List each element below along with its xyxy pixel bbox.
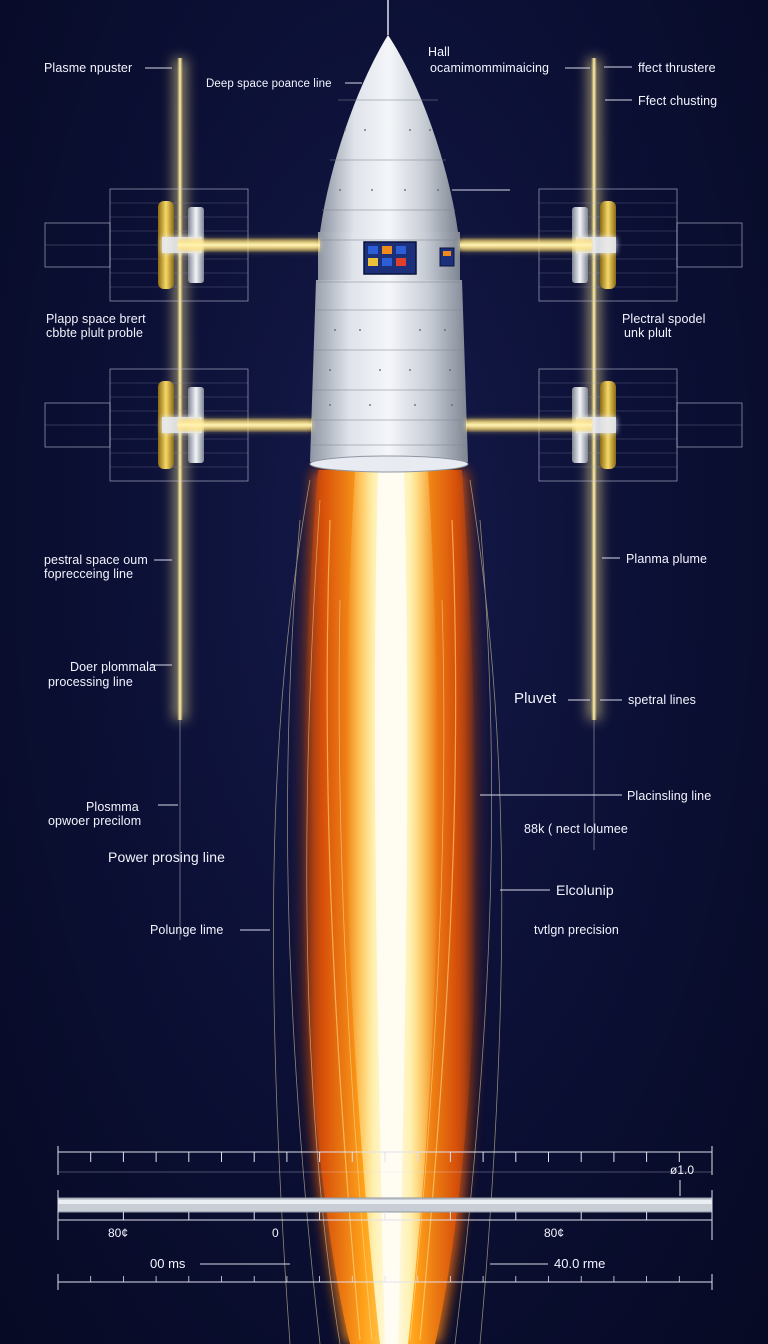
leader-lines (145, 66, 632, 1265)
label-processing-2: processing line (48, 675, 133, 689)
label-volume: 88k ( nect lolumee (524, 822, 628, 836)
label-spectral-lines: spetral lines (628, 693, 696, 707)
label-power-line: Power prosing line (108, 849, 225, 865)
plasma-plume (295, 470, 483, 1344)
scale-right-pct: 80¢ (544, 1226, 565, 1240)
label-effect-thrusters: ffect thrustere (638, 61, 716, 75)
label-left-module-1a: Plapp space brert (46, 312, 146, 326)
label-spectral-space: pestral space oum (44, 553, 148, 567)
label-deep-space: Deep space poance line (206, 78, 332, 90)
label-precision: tvtlgn precision (534, 923, 619, 937)
label-doer-plasma: Doer plommala (70, 660, 157, 674)
label-top-center: ocamimommimaicing (430, 61, 550, 75)
label-plasma-power-a: Plosmma (86, 800, 139, 814)
scale-ticks (57, 1152, 713, 1282)
left-vertical-beam (170, 58, 190, 720)
label-pluvet: Pluvet (514, 690, 557, 707)
label-left-module-1b: cbbte plult proble (46, 326, 144, 340)
thruster-module-upper-left (44, 188, 249, 302)
spacecraft-body (309, 35, 469, 473)
label-plasma-thruster: Plasme npuster (44, 61, 133, 75)
scale-time-left: 00 ms (150, 1256, 186, 1271)
horizontal-beams (178, 238, 592, 432)
scale-time-right: 40.0 rme (554, 1256, 606, 1271)
label-hall: Hall (428, 45, 450, 59)
label-right-module-1b: unk plult (624, 326, 672, 340)
scale-left-pct: 80¢ (108, 1226, 129, 1240)
right-vertical-beam (584, 58, 604, 720)
trace-lines (273, 479, 503, 1344)
label-polunge-line: Polunge lime (150, 923, 224, 937)
bottom-scale (57, 1146, 713, 1290)
label-right-module-1a: Plectral spodel (622, 312, 706, 326)
label-plasma-power-b: opwoer precilom (48, 814, 142, 828)
label-plasma-plume: Planma plume (626, 552, 708, 566)
scale-zero: 0 (272, 1226, 279, 1240)
label-effect-chusting: Ffect chusting (638, 94, 718, 108)
scale-top-right: ø1.0 (670, 1163, 695, 1177)
label-processing-1: foprecceing line (44, 567, 134, 581)
label-elcolunip: Elcolunip (556, 882, 614, 898)
label-placinsling-line: Placinsling line (627, 789, 712, 803)
